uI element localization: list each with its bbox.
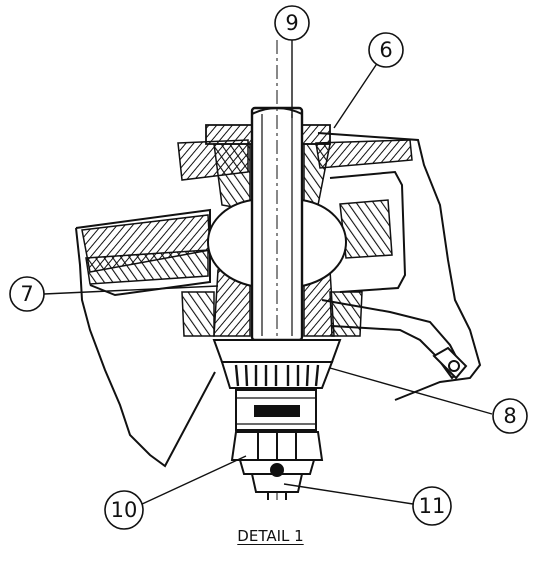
svg-text:6: 6: [379, 38, 392, 62]
svg-text:8: 8: [503, 404, 516, 428]
threaded-shank: [235, 389, 317, 431]
svg-text:10: 10: [111, 498, 138, 522]
castle-nut: [230, 431, 324, 475]
detail-caption: DETAIL 1: [0, 527, 541, 545]
svg-text:11: 11: [419, 494, 446, 518]
spherical-bearing: [206, 198, 348, 288]
callout-7: 7: [9, 276, 45, 312]
callout-10: 10: [104, 490, 144, 530]
lower-cone: [212, 339, 342, 389]
callout-8: 8: [492, 398, 528, 434]
svg-text:7: 7: [20, 282, 33, 306]
left-arm: [81, 214, 211, 285]
caption-text: DETAIL 1: [237, 527, 304, 545]
callout-6: 6: [368, 32, 404, 68]
callout-11: 11: [412, 486, 452, 526]
leader-lines: [43, 40, 493, 506]
callout-9: 9: [274, 5, 310, 41]
upper-arm: [177, 139, 413, 259]
cotter-pin: [250, 463, 304, 500]
svg-text:9: 9: [285, 11, 298, 35]
bracket-bolt: [432, 346, 468, 380]
